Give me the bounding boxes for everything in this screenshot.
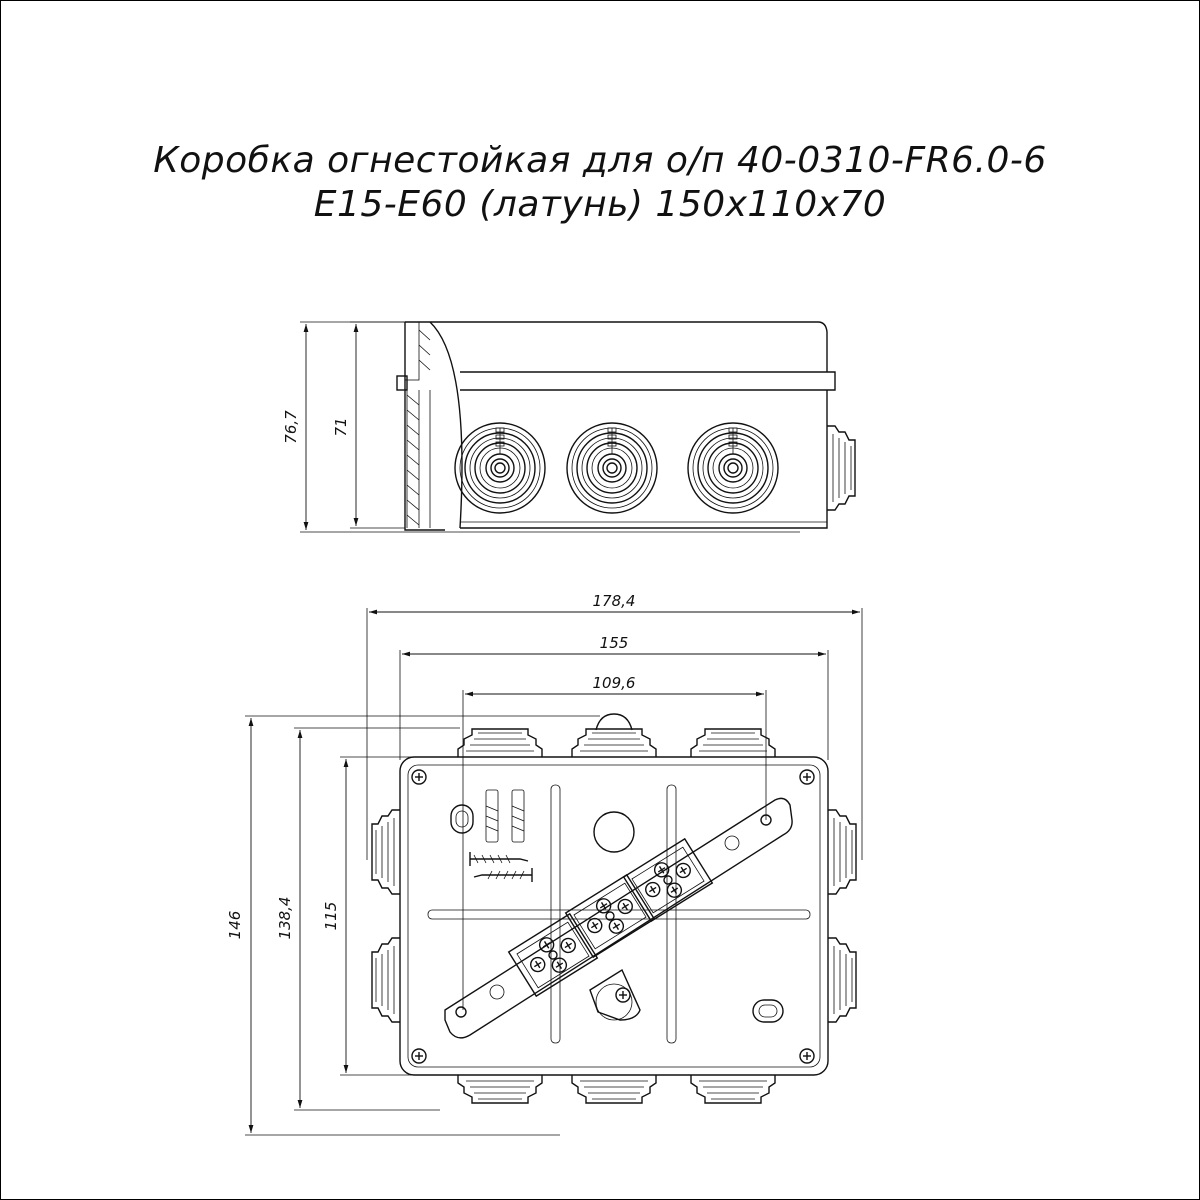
side-view: 76,7 71: [282, 321, 856, 533]
dim-top-inner-height: 115: [322, 902, 340, 931]
drawing-title-line-2: Е15-Е60 (латунь) 150х110х70: [313, 184, 887, 225]
drawing-title-line-1: Коробка огнестойкая для о/п 40-0310-FR6.…: [153, 140, 1047, 181]
dim-top-total-width: 178,4: [593, 592, 636, 610]
dim-side-body-height: 71: [332, 417, 350, 436]
dim-top-body-width: 155: [600, 634, 629, 652]
dim-top-total-height: 146: [226, 911, 244, 940]
dim-side-total-height: 76,7: [282, 410, 300, 444]
dim-top-inner-width: 109,6: [593, 674, 636, 692]
top-view: 178,4 155 109,6 146 138,4 115: [226, 592, 863, 1136]
dim-top-body-height: 138,4: [276, 897, 294, 940]
